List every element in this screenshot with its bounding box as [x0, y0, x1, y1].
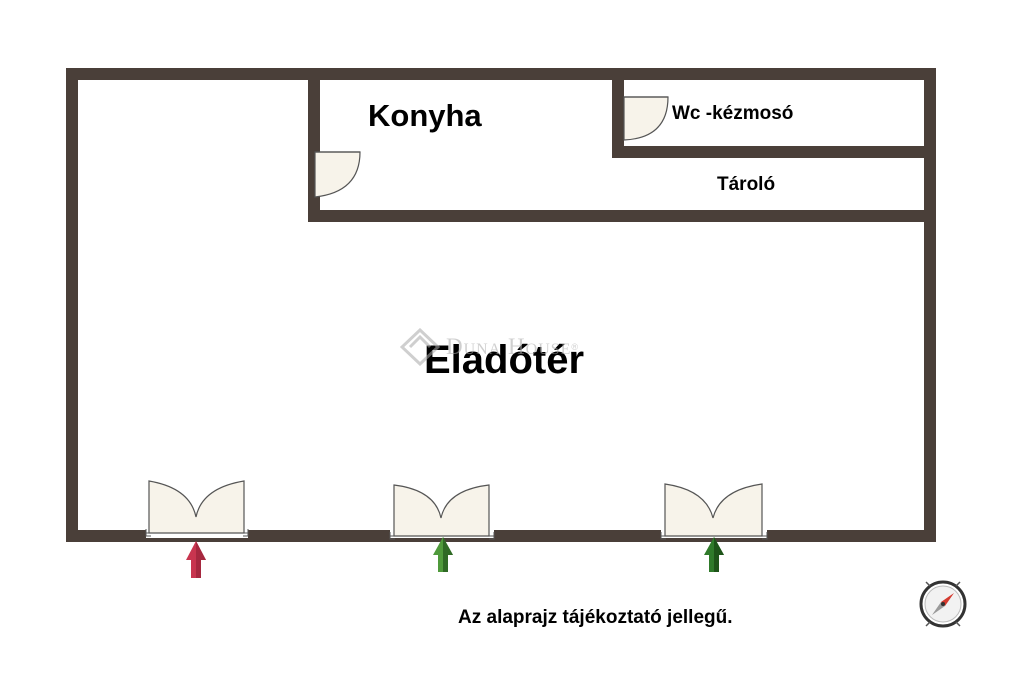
entrance-arrow-right-icon	[704, 537, 724, 572]
compass-icon	[919, 580, 967, 628]
entrance-door-middle	[389, 484, 495, 540]
room-label-kitchen: Konyha	[368, 98, 482, 133]
walls	[66, 68, 936, 542]
entrance-arrow-middle-icon	[433, 537, 453, 572]
wall-wc-left	[612, 68, 624, 158]
disclaimer-text: Az alaprajz tájékoztató jellegű.	[458, 607, 733, 628]
duna-house-logo-icon	[400, 328, 440, 366]
wall-kitchen-bottom	[308, 210, 936, 222]
entrance-door-right	[660, 483, 768, 540]
room-label-sales-area: Eladótér	[424, 338, 585, 382]
wall-left	[66, 68, 78, 542]
wc-door	[623, 96, 669, 141]
watermark-registered-mark: ®	[571, 342, 579, 352]
wall-kitchen-left	[308, 68, 320, 222]
entrance-arrow-main-icon	[186, 541, 206, 578]
room-label-wc: Wc -kézmosó	[672, 103, 794, 124]
wall-wc-bottom	[612, 146, 936, 158]
kitchen-door	[314, 151, 361, 198]
wall-top	[66, 68, 936, 80]
room-label-storage: Tároló	[717, 174, 776, 195]
wall-right	[924, 68, 936, 542]
entrance-door-left	[145, 480, 249, 538]
watermark-text: Duna House	[446, 334, 572, 359]
watermark: Duna House®	[400, 328, 578, 366]
